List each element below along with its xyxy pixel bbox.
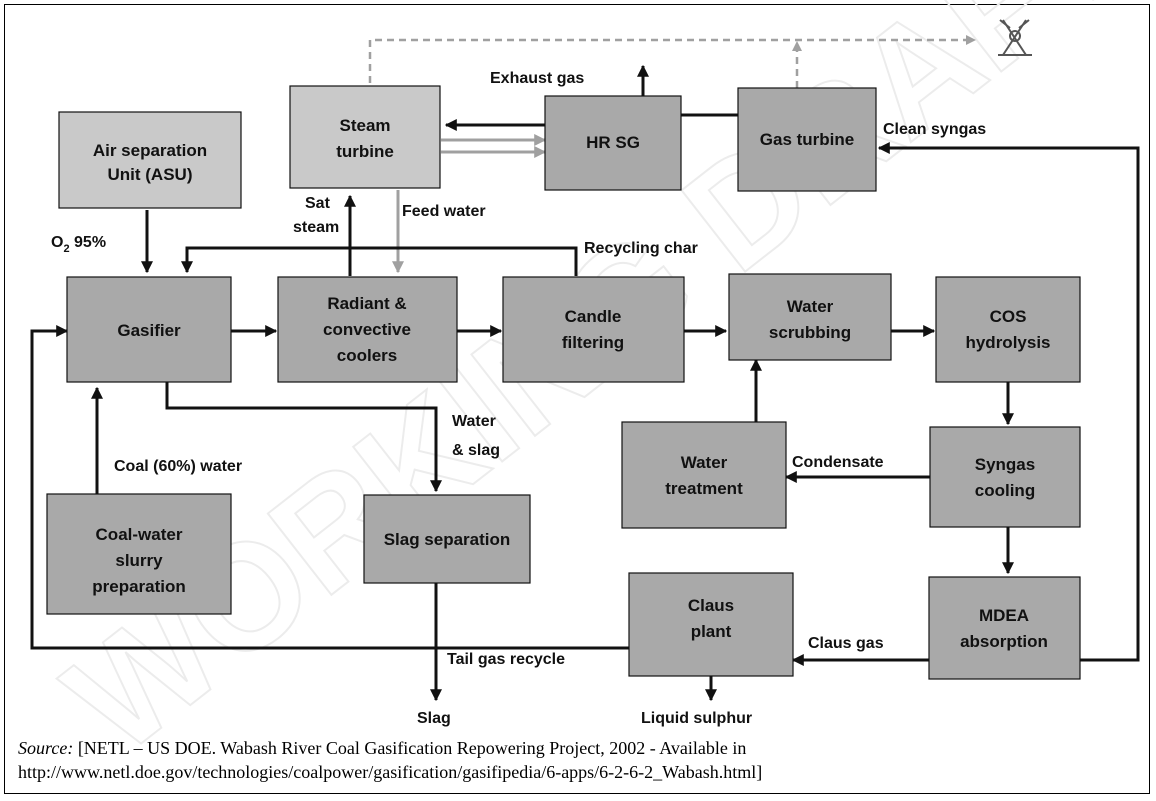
water-slag-label-1: Water xyxy=(452,413,496,430)
water-treatment-box: Water treatment xyxy=(621,421,787,529)
claus-gas-label: Claus gas xyxy=(808,635,884,652)
source-caption: Source: [NETL – US DOE. Wabash River Coa… xyxy=(18,736,1138,784)
slag-separation-box: Slag separation xyxy=(363,494,531,584)
oxygen-subscript: 2 xyxy=(63,243,69,255)
oxygen-symbol: O xyxy=(51,234,63,251)
syngas-cooling-box: Syngas cooling xyxy=(929,426,1081,528)
feed-water-label: Feed water xyxy=(402,203,486,220)
water-scrubbing-label-2: scrubbing xyxy=(769,323,851,342)
oxygen-label: O2 95% xyxy=(51,234,106,255)
gasifier-label: Gasifier xyxy=(117,321,181,340)
oxygen-percentage: 95% xyxy=(70,234,106,251)
water-slag-label-2: & slag xyxy=(452,442,500,459)
cos-label-1: COS xyxy=(990,307,1027,326)
claus-label-1: Claus xyxy=(688,596,734,615)
mdea-label-1: MDEA xyxy=(979,606,1029,625)
water-scrubbing-box: Water scrubbing xyxy=(728,273,892,361)
slurry-preparation-box: Coal-water slurry preparation xyxy=(46,493,232,615)
hrsg-box: HR SG xyxy=(544,95,682,191)
sat-steam-label-2: steam xyxy=(293,219,339,236)
figure-frame xyxy=(4,4,1150,794)
syngas-cooling-label-2: cooling xyxy=(975,481,1035,500)
slag-separation-label: Slag separation xyxy=(384,530,511,549)
flow-labels: Exhaust gas Clean syngas Sat steam Feed … xyxy=(51,70,986,727)
water-treatment-label-1: Water xyxy=(681,453,728,472)
gas-turbine-box: Gas turbine xyxy=(737,87,877,192)
air-separation-label-2: Unit (ASU) xyxy=(108,165,193,184)
gas-turbine-label: Gas turbine xyxy=(760,130,854,149)
coolers-label-2: convective xyxy=(323,320,411,339)
tail-gas-recycle-line xyxy=(30,325,629,650)
air-separation-box: Air separation Unit (ASU) xyxy=(58,111,242,209)
cos-label-2: hydrolysis xyxy=(965,333,1050,352)
coolers-box: Radiant & convective coolers xyxy=(277,276,458,383)
mdea-label-2: absorption xyxy=(960,632,1048,651)
claus-label-2: plant xyxy=(691,622,732,641)
cos-hydrolysis-box: COS hydrolysis xyxy=(935,276,1081,383)
exhaust-stack-icon xyxy=(998,19,1032,56)
water-slag-line xyxy=(165,382,442,493)
water-treatment-label-2: treatment xyxy=(665,479,743,498)
liquid-sulphur-label: Liquid sulphur xyxy=(641,710,752,727)
condensate-label: Condensate xyxy=(792,454,884,471)
steam-turbine-box: Steam turbine xyxy=(289,85,441,189)
steam-turbine-label-2: turbine xyxy=(336,142,394,161)
water-scrubbing-label-1: Water xyxy=(787,297,834,316)
slurry-label-2: slurry xyxy=(115,551,163,570)
claus-plant-box: Claus plant xyxy=(628,572,794,677)
tail-gas-label: Tail gas recycle xyxy=(447,651,565,668)
candle-label-2: filtering xyxy=(562,333,624,352)
coal-water-label: Coal (60%) water xyxy=(114,458,242,475)
flow-lines xyxy=(30,19,1140,702)
coolers-label-1: Radiant & xyxy=(327,294,406,313)
slurry-label-3: preparation xyxy=(92,577,186,596)
coolers-label-3: coolers xyxy=(337,346,397,365)
recycling-char-line xyxy=(181,246,578,276)
hrsg-label: HR SG xyxy=(586,133,640,152)
source-citation: [NETL – US DOE. Wabash River Coal Gasifi… xyxy=(18,738,763,782)
exhaust-dashed-line-main xyxy=(368,35,976,83)
slurry-label-1: Coal-water xyxy=(96,525,183,544)
recycling-char-label: Recycling char xyxy=(584,240,698,257)
clean-syngas-label: Clean syngas xyxy=(883,121,986,138)
candle-filtering-box: Candle filtering xyxy=(502,276,685,383)
clean-syngas-line xyxy=(877,142,1140,662)
steam-turbine-label-1: Steam xyxy=(339,116,390,135)
air-separation-label-1: Air separation xyxy=(93,141,207,160)
slag-label: Slag xyxy=(417,710,451,727)
gasifier-box: Gasifier xyxy=(66,276,232,383)
source-label: Source: xyxy=(18,738,74,758)
syngas-cooling-label-1: Syngas xyxy=(975,455,1035,474)
process-boxes: Air separation Unit (ASU) Steam turbine … xyxy=(46,85,1081,680)
candle-label-1: Candle xyxy=(565,307,622,326)
mdea-absorption-box: MDEA absorption xyxy=(928,576,1081,680)
exhaust-gas-label: Exhaust gas xyxy=(490,70,584,87)
sat-steam-label-1: Sat xyxy=(305,195,331,212)
